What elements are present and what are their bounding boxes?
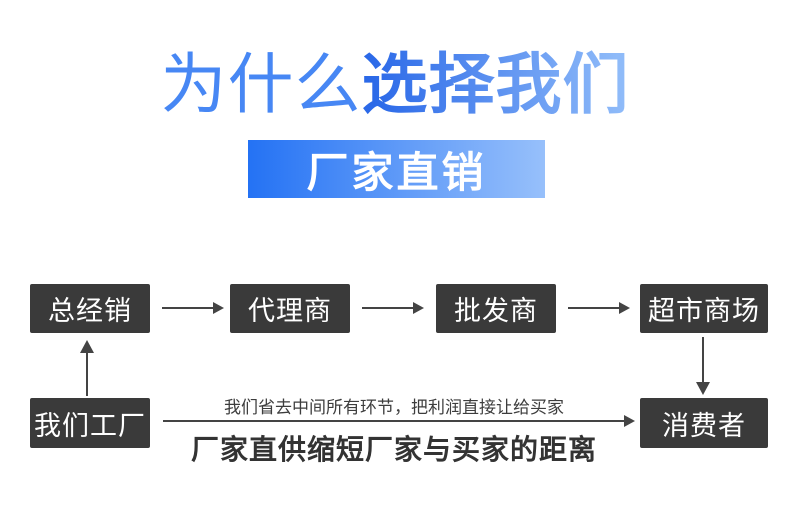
node-agent: 代理商 [230,284,350,333]
node-our-factory: 我们工厂 [30,398,150,448]
arrow-up-icon [80,340,94,396]
node-consumer: 消费者 [640,398,768,448]
page-title: 为什么选择我们 [0,47,790,122]
banner-label: 厂家直销 [306,148,487,196]
arrow-right-icon [568,302,630,314]
factory-direct-banner: 厂家直销 [248,140,545,198]
arrow-right-icon [162,302,224,314]
arrow-down-icon [696,337,710,395]
direct-supply-tagline: 厂家直供缩短厂家与买家的距离 [190,434,597,465]
node-supermarket: 超市商场 [640,284,768,333]
direct-supply-note: 我们省去中间所有环节，把利润直接让给买家 [224,398,564,417]
long-arrow-right-icon [163,415,635,427]
node-general-distributor: 总经销 [30,284,150,333]
page-title-light-part: 为什么 [160,47,362,121]
arrow-right-icon [362,302,424,314]
node-wholesaler: 批发商 [436,284,556,333]
page-title-bold-part: 选择我们 [361,47,630,121]
